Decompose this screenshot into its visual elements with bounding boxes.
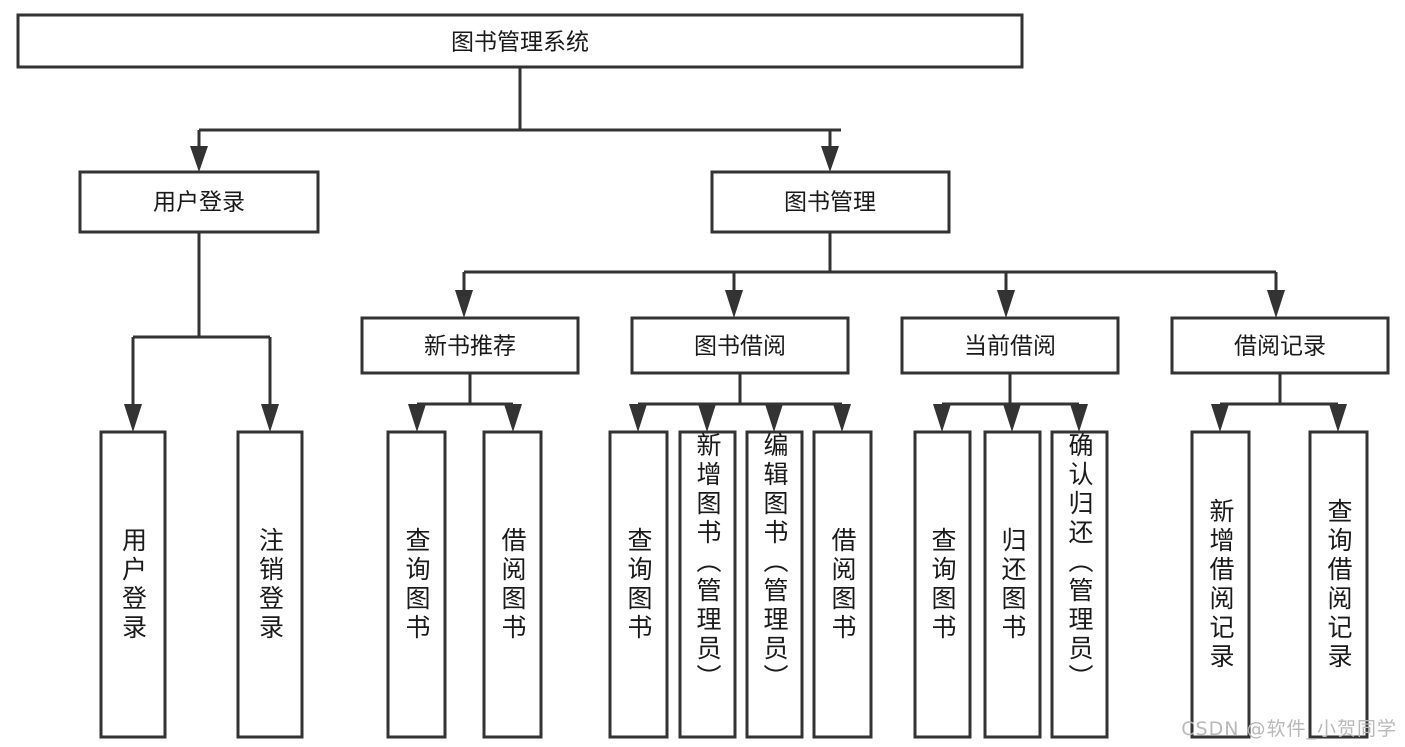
leaf-box-query-book-current[interactable] <box>913 430 972 739</box>
node-book-borrow-label: 图书借阅 <box>694 334 786 360</box>
leaf-box-edit-book-admin[interactable] <box>745 430 804 739</box>
node-book-borrow[interactable]: 图书借阅 <box>630 316 850 375</box>
node-book-management[interactable]: 图书管理 <box>710 170 951 234</box>
leaf-boxes <box>99 430 1369 739</box>
node-borrow-record[interactable]: 借阅记录 <box>1170 316 1390 375</box>
leaf-box-confirm-return-admin[interactable] <box>1050 430 1109 739</box>
node-user-login[interactable]: 用户登录 <box>78 170 320 234</box>
node-new-book-recommend[interactable]: 新书推荐 <box>360 316 580 375</box>
leaf-box-return-book[interactable] <box>983 430 1042 739</box>
node-root-label: 图书管理系统 <box>451 30 589 56</box>
connector-record-to-leaves <box>1211 373 1347 432</box>
node-borrow-record-label: 借阅记录 <box>1234 334 1326 360</box>
connector-level2-to-level3 <box>455 232 1285 318</box>
connector-user-login-to-leaves <box>124 232 279 432</box>
node-new-book-recommend-label: 新书推荐 <box>424 334 516 360</box>
leaf-box-query-book-recommend[interactable] <box>386 430 447 739</box>
node-user-login-label: 用户登录 <box>153 190 245 216</box>
leaf-box-query-borrow-record[interactable] <box>1308 430 1369 739</box>
leaf-box-borrow-book-recommend[interactable] <box>482 430 543 739</box>
leaf-box-query-book-borrow[interactable] <box>608 430 669 739</box>
connector-recommend-to-leaves <box>408 373 522 432</box>
connector-current-to-leaves <box>933 373 1088 432</box>
leaf-box-user-login-action[interactable] <box>99 430 167 739</box>
connector-borrow-to-leaves <box>629 373 851 432</box>
node-current-borrow-label: 当前借阅 <box>964 334 1056 360</box>
leaf-box-add-book-admin[interactable] <box>678 430 737 739</box>
connector-root-to-level2 <box>190 67 841 172</box>
node-root[interactable]: 图书管理系统 <box>16 13 1024 69</box>
leaf-box-borrow-book-action[interactable] <box>812 430 873 739</box>
node-current-borrow[interactable]: 当前借阅 <box>900 316 1120 375</box>
watermark-text: CSDN @软件_小贺同学 <box>1181 718 1397 740</box>
leaf-box-add-borrow-record[interactable] <box>1190 430 1251 739</box>
leaf-box-logout-action[interactable] <box>236 430 304 739</box>
node-book-management-label: 图书管理 <box>784 190 876 216</box>
